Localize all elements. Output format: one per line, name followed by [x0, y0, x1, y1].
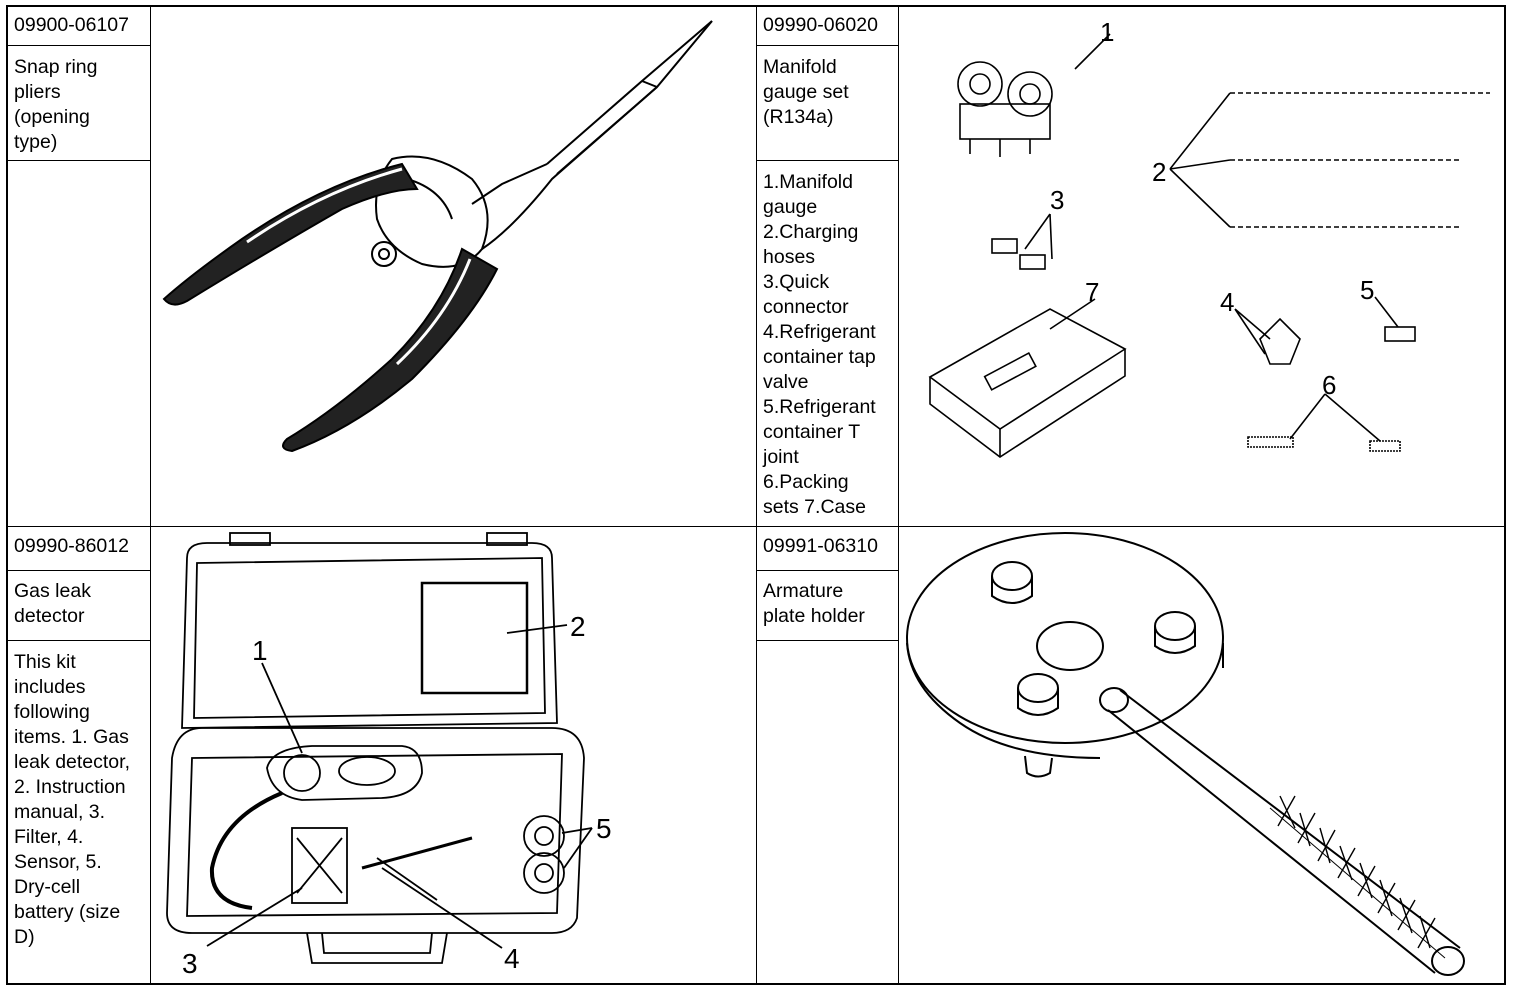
callout-4: 4: [504, 943, 520, 974]
armature-plate-holder-drawing: [900, 528, 1502, 984]
callout-1: 1: [1100, 17, 1114, 47]
cell-divider: [8, 45, 150, 46]
tool-description: This kit includes following items. 1. Ga…: [14, 651, 130, 948]
tool-description: 1.Manifold gauge 2.Charging hoses 3.Quic…: [763, 171, 876, 518]
part-number: 09990-06020: [763, 14, 878, 36]
column-divider: [898, 7, 899, 983]
tool-name: Snap ring pliers (opening type): [14, 56, 98, 153]
callout-5: 5: [596, 813, 612, 844]
snap-ring-pliers-drawing: [152, 9, 754, 524]
cell-divider: [8, 160, 150, 161]
cell-divider: [756, 640, 898, 641]
part-number: 09990-86012: [14, 535, 129, 557]
part-number: 09991-06310: [763, 535, 878, 557]
column-divider: [756, 7, 757, 983]
cell-divider: [756, 160, 898, 161]
manifold-gauge-set-drawing: 1 2 3 4 5 6 7: [900, 9, 1502, 524]
callout-2: 2: [1152, 157, 1166, 187]
part-number: 09900-06107: [14, 14, 129, 36]
cell-divider: [756, 570, 898, 571]
callout-7: 7: [1085, 277, 1099, 307]
callout-1: 1: [252, 635, 268, 666]
tool-name: Armature plate holder: [763, 580, 865, 627]
column-divider: [150, 7, 151, 983]
tool-name: Gas leak detector: [14, 580, 91, 627]
cell-divider: [8, 570, 150, 571]
callout-2: 2: [570, 611, 586, 642]
special-tools-table: 09900-06107 Snap ring pliers (opening ty…: [6, 5, 1506, 985]
callout-4: 4: [1220, 287, 1234, 317]
cell-divider: [756, 45, 898, 46]
gas-leak-detector-kit-drawing: 1 2 3 4 5: [152, 528, 754, 984]
row-divider: [8, 526, 1504, 527]
callout-3: 3: [1050, 185, 1064, 215]
callout-5: 5: [1360, 275, 1374, 305]
callout-6: 6: [1322, 370, 1336, 400]
cell-divider: [8, 640, 150, 641]
tool-name: Manifold gauge set (R134a): [763, 56, 849, 128]
callout-3: 3: [182, 948, 198, 979]
